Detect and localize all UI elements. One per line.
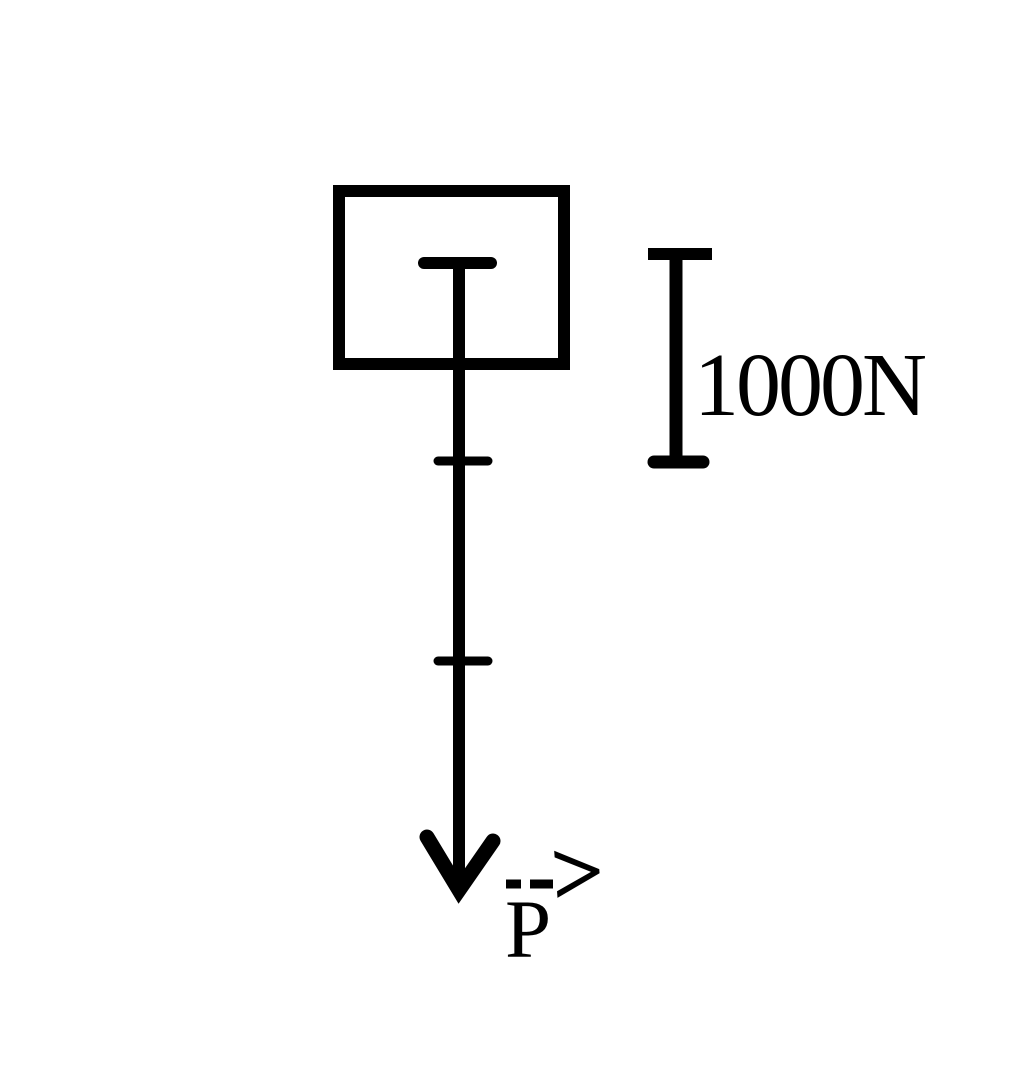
- force-symbol-label: P: [505, 883, 552, 975]
- vector-arrow-chevron: >: [547, 819, 609, 927]
- scale-value-label: 1000N: [694, 336, 927, 435]
- force-arrowhead: [419, 829, 501, 904]
- block-box: [333, 185, 570, 370]
